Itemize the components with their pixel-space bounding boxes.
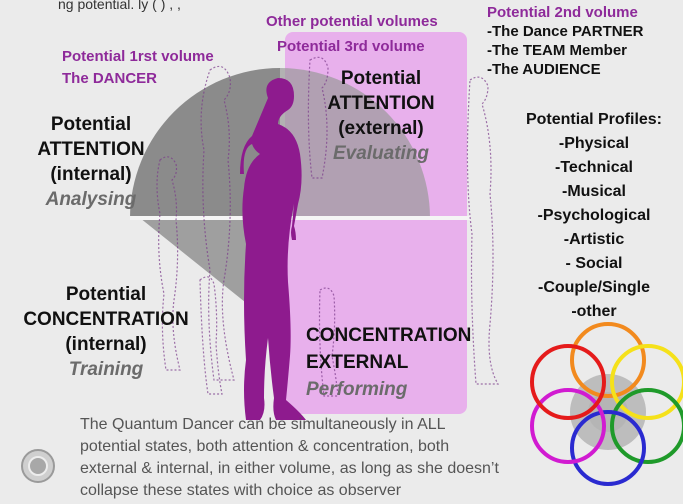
profile-ring xyxy=(570,322,646,398)
attention-internal-l4: Analysing xyxy=(45,189,137,210)
attention-wedge-right xyxy=(280,68,430,218)
second-volume-title: Potential 2nd volume xyxy=(487,4,638,21)
second-volume-item: -The AUDIENCE xyxy=(487,61,601,78)
profile-ring xyxy=(530,344,606,420)
profile-ring xyxy=(530,388,606,464)
ghost-figures xyxy=(156,56,500,397)
profile-ring xyxy=(570,410,646,486)
attention-external-l1: Potential xyxy=(340,68,422,89)
profile-ring xyxy=(610,344,683,420)
concentration-internal-l1: Potential xyxy=(65,284,147,305)
profiles-block: Potential Profiles: -Physical -Technical… xyxy=(508,108,680,324)
attention-external-l2: ATTENTION xyxy=(327,93,435,114)
profile-item: -Physical xyxy=(558,135,630,152)
attention-internal-l1: Potential xyxy=(50,114,132,135)
caption-line: potential states, both attention & conce… xyxy=(80,438,450,455)
first-volume-dancer: The DANCER xyxy=(62,70,158,87)
concentration-external-l2: EXTERNAL xyxy=(306,352,409,373)
profile-item: -Technical xyxy=(555,159,633,176)
profile-item: -Couple/Single xyxy=(538,279,650,296)
profiles-title: Potential Profiles: xyxy=(525,111,663,128)
profile-ring xyxy=(610,388,683,464)
attention-internal-l2: ATTENTION xyxy=(37,139,145,160)
attention-external-l4: Evaluating xyxy=(332,143,430,164)
third-volume-label: Potential 3rd volume xyxy=(277,38,425,55)
caption-line: external & internal, in either volume, a… xyxy=(80,460,499,477)
second-volume-item: -The Dance PARTNER xyxy=(487,23,644,40)
concentration-external-block: CONCENTRATION EXTERNAL Performing xyxy=(306,322,471,403)
attention-internal-block: Potential ATTENTION (internal) Analysing xyxy=(16,112,166,212)
concentration-internal-l4: Training xyxy=(68,359,144,380)
profile-item: -Psychological xyxy=(537,207,651,224)
concentration-internal-block: Potential CONCENTRATION (internal) Train… xyxy=(6,282,206,382)
concentration-external-l3: Performing xyxy=(306,379,408,400)
first-volume-label: Potential 1rst volume xyxy=(62,48,214,65)
concentration-external-l1: CONCENTRATION xyxy=(306,325,472,346)
attention-external-block: Potential ATTENTION (external) Evaluatin… xyxy=(306,66,456,166)
second-volume-item: -The TEAM Member xyxy=(487,42,628,59)
profile-item: -other xyxy=(571,303,617,320)
other-volumes-label: Other potential volumes xyxy=(266,13,438,30)
dancer-silhouette xyxy=(240,78,306,420)
caption-line: collapse these states with choice as obs… xyxy=(80,482,402,499)
concentration-internal-l3: (internal) xyxy=(65,334,147,355)
caption-block: The Quantum Dancer can be simultaneously… xyxy=(80,414,499,502)
top-fragment: ng potential. ly ( ) , , xyxy=(58,0,181,12)
concentration-internal-l2: CONCENTRATION xyxy=(23,309,189,330)
attention-wedge xyxy=(130,68,280,218)
attention-internal-l3: (internal) xyxy=(50,164,132,185)
attention-external-l3: (external) xyxy=(338,118,424,139)
second-volume-block: Potential 2nd volume -The Dance PARTNER … xyxy=(487,4,643,78)
profile-item: - Social xyxy=(565,255,623,272)
profile-rings-outlines xyxy=(530,322,683,486)
caption-line: The Quantum Dancer can be simultaneously… xyxy=(80,416,446,433)
profile-item: -Artistic xyxy=(563,231,625,248)
profile-item: -Musical xyxy=(561,183,626,200)
